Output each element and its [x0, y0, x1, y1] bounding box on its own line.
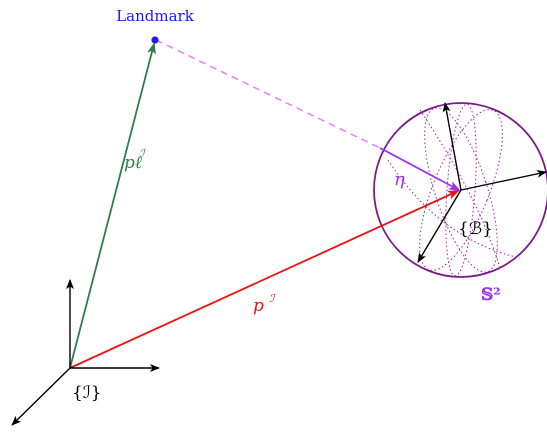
inertial-axis-down-left [11, 367, 71, 426]
inertial-frame-axes [11, 279, 160, 426]
body-vector-label-base: p [253, 296, 264, 316]
inertial-frame-label: {ℐ} [72, 383, 102, 403]
body-vector-label: p ℐ [253, 292, 276, 316]
landmark-vector-label-sup: ℐ [139, 147, 146, 160]
sphere-dotted-meridians [387, 103, 521, 277]
bearing-eta-label: η [394, 169, 405, 190]
body-axis-down-left [417, 189, 462, 263]
body-axis-up [442, 102, 462, 191]
body-axis-right [460, 169, 547, 191]
landmark-label: Landmark [116, 7, 195, 25]
landmark-sightline [155, 39, 381, 149]
landmark-position-vector [69, 42, 156, 369]
landmark-vector-label-base: pℓ [124, 153, 142, 173]
bearing-vector-eta [379, 147, 461, 191]
body-vector-label-sup: ℐ [269, 292, 276, 305]
body-frame-label: {ℬ} [458, 219, 493, 239]
unit-sphere-circle [373, 102, 547, 278]
landmark-vector-label: pℓ ℐ [124, 147, 147, 173]
body-position-vector [69, 190, 460, 369]
landmark-dot [151, 36, 159, 44]
body-frame-axes [417, 102, 547, 263]
sphere-label: 𝕊² [481, 285, 501, 305]
